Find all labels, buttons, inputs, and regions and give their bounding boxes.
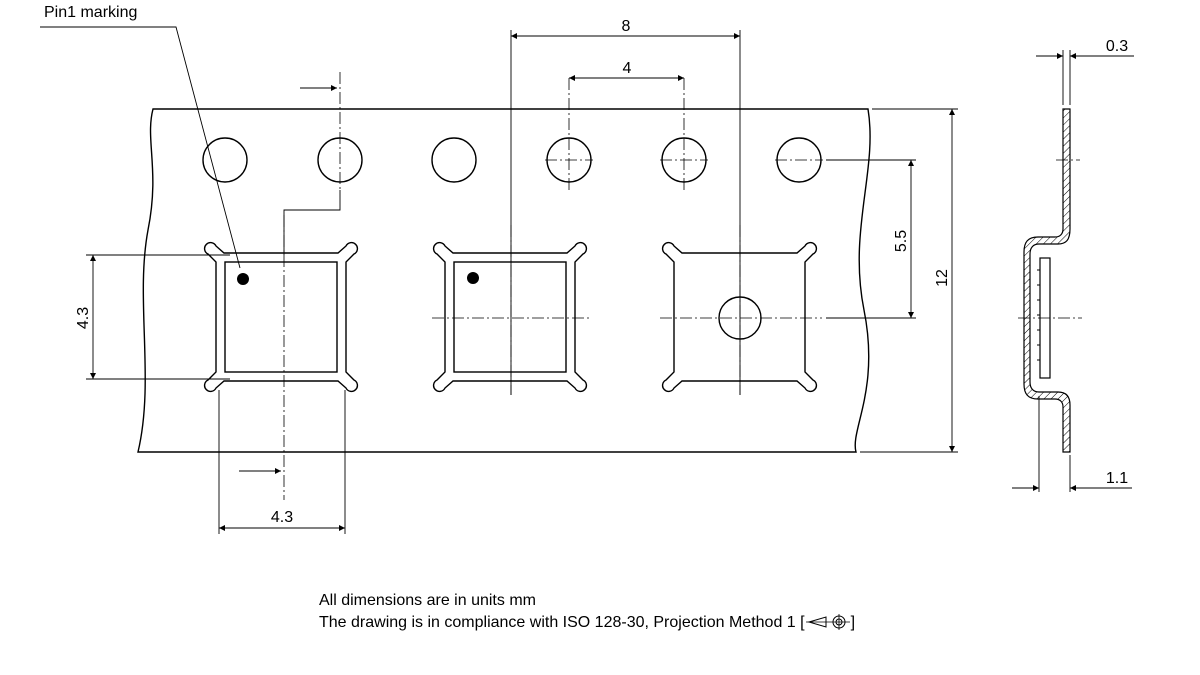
pocket-3-empty	[661, 241, 818, 393]
dim-label-4: 4	[623, 60, 632, 77]
pin1-leader	[40, 26, 241, 269]
pocket-2	[432, 241, 588, 393]
first-angle-projection-icon	[805, 614, 850, 630]
hole-centerlines	[339, 72, 823, 190]
dim-pocket-depth	[1012, 396, 1132, 492]
projection-note-text: The drawing is in compliance with ISO 12…	[319, 614, 805, 631]
projection-note-bracket: ]	[850, 614, 856, 631]
dim-label-8: 8	[622, 18, 631, 35]
units-note: All dimensions are in units mm	[319, 592, 536, 609]
reference-lines	[239, 85, 341, 474]
dim-label-0-3: 0.3	[1106, 38, 1128, 55]
dim-pocket-width	[218, 390, 346, 534]
dim-pocket-height	[86, 254, 230, 380]
projection-note: The drawing is in compliance with ISO 12…	[319, 613, 855, 633]
sprocket-hole	[431, 137, 477, 183]
tape-outline	[137, 108, 871, 453]
dim-label-4-3-horizontal: 4.3	[271, 509, 293, 526]
dim-label-1-1: 1.1	[1106, 470, 1128, 487]
pin1-dot	[237, 273, 249, 285]
pocket-1	[203, 241, 359, 393]
pocket-centerlines	[283, 215, 822, 500]
dim-label-12: 12	[934, 269, 951, 287]
sprocket-holes	[202, 137, 822, 183]
dim-tape-thickness	[1036, 50, 1134, 105]
sprocket-hole	[202, 137, 248, 183]
dim-hole-to-pocket	[826, 159, 916, 319]
side-view-section	[1018, 108, 1082, 453]
dim-label-5-5: 5.5	[893, 230, 910, 252]
dim-pocket-pitch	[510, 30, 741, 395]
dim-label-4-3-vertical: 4.3	[75, 307, 92, 329]
dim-tape-width	[860, 108, 958, 453]
pin1-label: Pin1 marking	[44, 4, 137, 21]
pin1-dot	[467, 272, 479, 284]
